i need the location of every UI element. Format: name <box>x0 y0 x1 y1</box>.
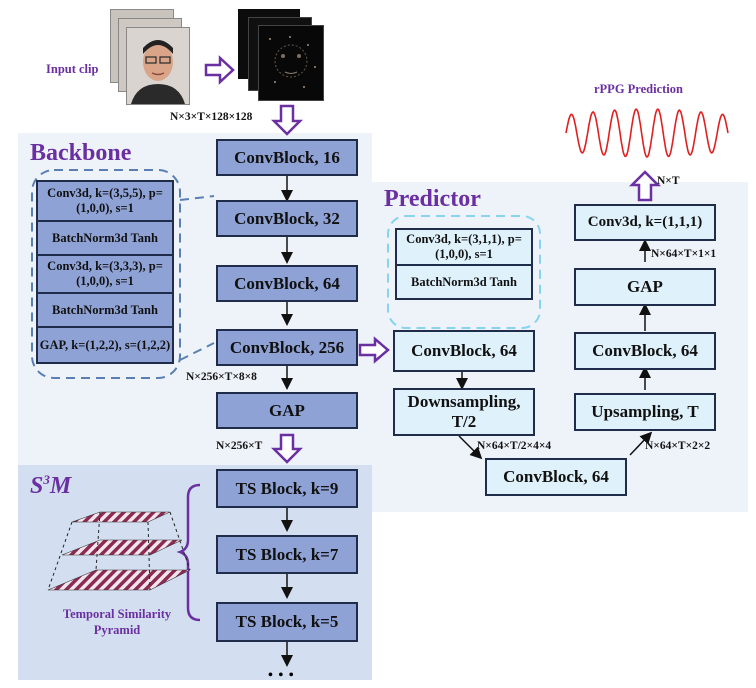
rppg-signal <box>565 108 729 158</box>
s3m-title: S3M <box>30 472 71 500</box>
hollow-arrow-up <box>628 170 662 202</box>
s3m-title-sup: 3 <box>43 472 50 487</box>
difference-frames <box>238 9 330 101</box>
backbone-detail: Conv3d, k=(3,5,5), p=(1,0,0), s=1 BatchN… <box>36 180 174 364</box>
dim-after-gap-pred: N×64×T×1×1 <box>651 248 717 260</box>
pyramid-label: Temporal Similarity Pyramid <box>62 607 172 637</box>
face-image <box>126 27 190 105</box>
detail-conv3d-355: Conv3d, k=(3,5,5), p=(1,0,0), s=1 <box>38 182 172 222</box>
predictor-detail: Conv3d, k=(3,1,1), p=(1,0,0), s=1 BatchN… <box>395 228 533 300</box>
downsampling-block: Downsampling, T/2 <box>393 388 535 436</box>
pred-convblock-in: ConvBlock, 64 <box>393 330 535 372</box>
backbone-title: Backbone <box>30 140 132 166</box>
convblock-32: ConvBlock, 32 <box>216 200 358 237</box>
detail-conv3d-333: Conv3d, k=(3,3,3), p=(1,0,0), s=1 <box>38 256 172 294</box>
rppg-label: rPPG Prediction <box>594 82 683 96</box>
input-clip-label: Input clip <box>46 62 99 76</box>
pred-conv3d-final: Conv3d, k=(1,1,1) <box>574 204 716 241</box>
hollow-arrow-down-1 <box>270 104 304 136</box>
convblock-256: ConvBlock, 256 <box>216 329 358 366</box>
detail-conv3d-311: Conv3d, k=(3,1,1), p=(1,0,0), s=1 <box>397 230 531 266</box>
pred-gap: GAP <box>574 268 716 306</box>
convblock-16: ConvBlock, 16 <box>216 139 358 176</box>
dim-after-mid: N×64×T×2×2 <box>645 440 711 452</box>
detail-gap: GAP, k=(1,2,2), s=(1,2,2) <box>39 337 171 352</box>
detail-bn-tanh-1: BatchNorm3d Tanh <box>38 222 172 256</box>
pyramid-graphic <box>47 511 191 591</box>
ellipsis: • • • <box>268 668 295 683</box>
dim-after-down: N×64×T/2×4×4 <box>477 440 552 452</box>
dim-after-gap: N×256×T <box>216 440 263 452</box>
hollow-arrow-right <box>358 336 390 364</box>
s3m-title-s: S <box>30 473 44 499</box>
pred-convblock-mid: ConvBlock, 64 <box>485 458 627 496</box>
ts-block-7: TS Block, k=7 <box>216 535 358 574</box>
predictor-title: Predictor <box>384 186 481 212</box>
hollow-arrow-down-2 <box>270 433 304 464</box>
dim-out: N×T <box>657 175 680 187</box>
convblock-64: ConvBlock, 64 <box>216 265 358 302</box>
s3m-title-m: M <box>49 473 72 499</box>
gap-block: GAP <box>216 392 358 429</box>
dim-after-256: N×256×T×8×8 <box>186 371 257 383</box>
detail-bn-tanh-pred: BatchNorm3d Tanh <box>411 274 517 289</box>
pred-convblock-out: ConvBlock, 64 <box>574 332 716 370</box>
input-dims: N×3×T×128×128 <box>170 111 253 123</box>
ts-block-9: TS Block, k=9 <box>216 469 358 508</box>
detail-bn-tanh-2: BatchNorm3d Tanh <box>38 294 172 328</box>
hollow-arrow-input <box>204 55 235 85</box>
input-clip-frames <box>110 9 190 109</box>
ts-block-5: TS Block, k=5 <box>216 602 358 642</box>
upsampling-block: Upsampling, T <box>574 393 716 431</box>
